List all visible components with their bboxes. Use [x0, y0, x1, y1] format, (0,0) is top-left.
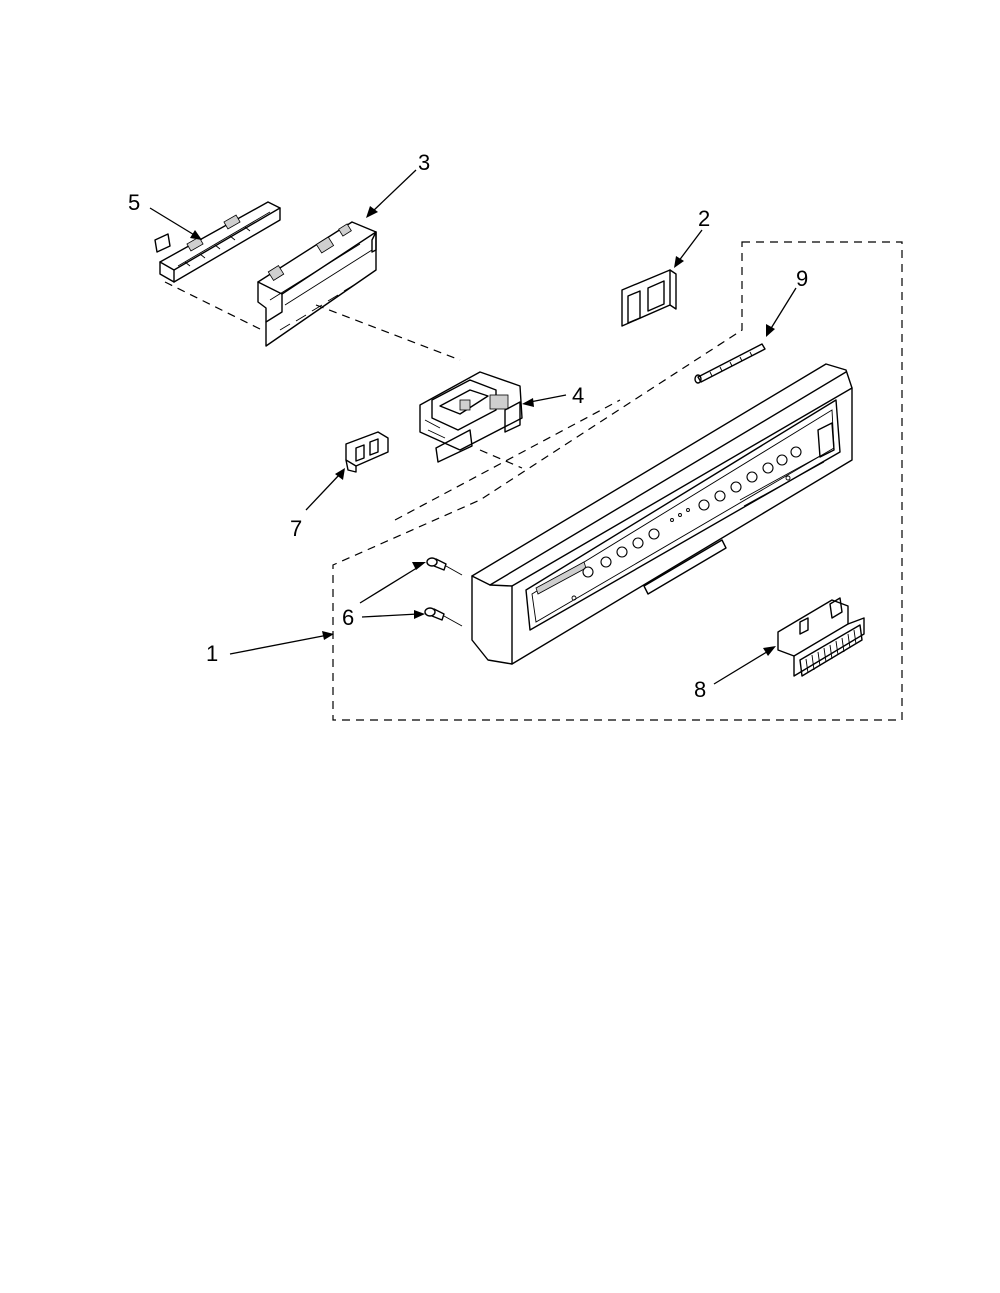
callout-2: 2	[698, 206, 710, 231]
part-6-screws	[424, 557, 463, 627]
alignment-line	[164, 281, 263, 331]
callout-5: 5	[128, 190, 140, 215]
part-4-switch-assembly	[419, 371, 523, 463]
callout-8: 8	[694, 677, 706, 702]
part-8-grille-bracket	[777, 597, 865, 677]
part-2-clip	[621, 269, 677, 327]
callout-3: 3	[418, 150, 430, 175]
part-5-bracket-rail	[154, 201, 281, 283]
callout-4: 4	[572, 383, 584, 408]
part-1-console-panel	[471, 363, 853, 665]
alignment-line	[479, 449, 523, 469]
callout-7: 7	[290, 516, 302, 541]
callout-1: 1	[206, 641, 218, 666]
callout-6: 6	[342, 605, 354, 630]
alignment-line	[315, 304, 461, 361]
callout-9: 9	[796, 266, 808, 291]
part-9-rod	[694, 343, 766, 384]
assembly-boundary	[332, 241, 903, 721]
alignment-line	[394, 399, 621, 521]
part-3-control-board	[257, 221, 377, 347]
leader-lines	[149, 169, 797, 685]
part-7-bracket	[345, 431, 389, 473]
